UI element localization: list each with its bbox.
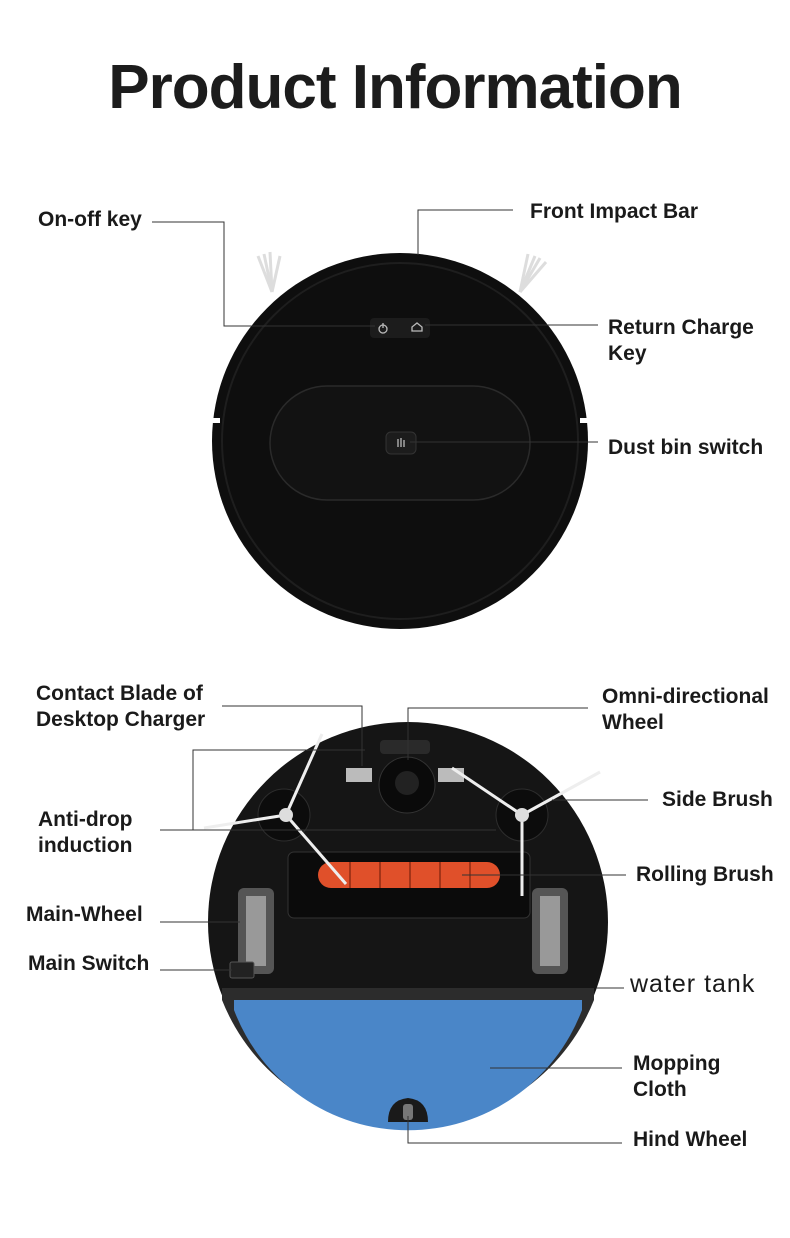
label-main-switch: Main Switch	[28, 952, 150, 975]
label-front-impact-bar: Front Impact Bar	[530, 200, 699, 223]
side-brush-bottom-right	[451, 766, 601, 896]
label-line: Desktop Charger	[36, 708, 206, 731]
hand-icon	[397, 438, 405, 447]
label-side-brush: Side Brush	[662, 788, 773, 811]
label-rolling-brush: Rolling Brush	[636, 863, 774, 886]
label-contact-blade: Contact Blade of Desktop Charger	[36, 681, 205, 733]
label-line: Omni-directional	[602, 685, 769, 708]
label-line: induction	[38, 834, 133, 857]
bottom-robot	[203, 722, 608, 1131]
contact-blade-left	[346, 768, 372, 782]
label-main-wheel: Main-Wheel	[26, 903, 143, 926]
mopping-cloth	[234, 1000, 582, 1131]
label-line: Key	[608, 342, 647, 365]
label-anti-drop: Anti-drop induction	[38, 807, 132, 859]
label-hind-wheel: Hind Wheel	[633, 1128, 748, 1151]
label-on-off-key: On-off key	[38, 208, 142, 231]
label-return-charge-key: Return Charge Key	[608, 315, 754, 367]
top-leader-lines	[152, 209, 598, 443]
label-line: Contact Blade of	[36, 682, 203, 705]
label-line: Cloth	[633, 1078, 687, 1101]
omni-wheel	[395, 771, 419, 795]
side-brush-left	[256, 251, 282, 293]
label-line: Mopping	[633, 1052, 721, 1075]
label-omni-wheel: Omni-directional Wheel	[602, 684, 769, 736]
main-switch	[229, 961, 255, 979]
page-title: Product Information	[108, 53, 682, 122]
top-robot	[212, 251, 588, 629]
label-dust-bin-switch: Dust bin switch	[608, 436, 764, 459]
label-line: Wheel	[602, 711, 664, 734]
label-line: Anti-drop	[38, 808, 133, 831]
label-water-tank: water tank	[630, 970, 756, 998]
bottom-leader-lines	[160, 705, 648, 1144]
side-brush-right	[518, 253, 548, 293]
home-icon	[411, 322, 423, 332]
label-line: Return Charge	[608, 316, 754, 339]
hind-wheel	[403, 1104, 413, 1120]
power-icon	[378, 323, 388, 334]
label-mopping-cloth: Mopping Cloth	[633, 1051, 720, 1103]
side-brush-bottom-left	[203, 733, 348, 885]
